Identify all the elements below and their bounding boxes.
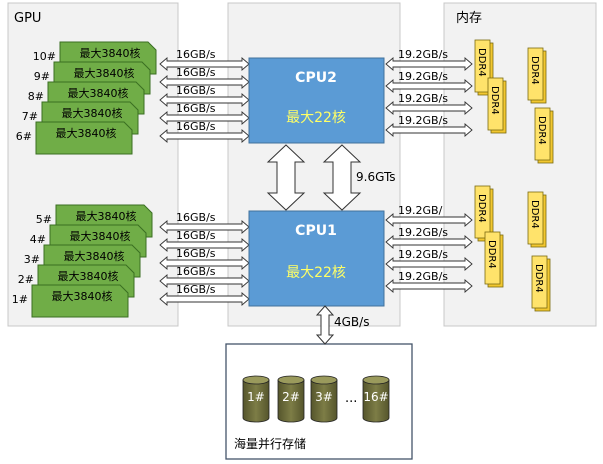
dimm-module-7: DDR4	[527, 191, 547, 248]
gpu-card-id: 9#	[34, 70, 50, 83]
disk-label: 16#	[363, 390, 388, 404]
mem-link-label: 19.2GB/s	[398, 226, 448, 239]
mem-link-label: 19.2GB/s	[398, 92, 448, 105]
cpu2-name: CPU2	[295, 70, 337, 86]
mem-link-top-1	[385, 79, 473, 93]
gpu-card-id: 1#	[12, 293, 28, 306]
gpu-link-label: 16GB/s	[176, 48, 216, 61]
disk-1: 1#	[242, 375, 270, 423]
interconnect-arrow-right	[322, 144, 362, 211]
gpu-link-label: 16GB/s	[176, 84, 216, 97]
mem-link-bottom-0	[385, 213, 473, 227]
dimm-module-3: DDR4	[527, 47, 547, 104]
dimm-label: DDR4	[536, 116, 547, 145]
cpu1-box: CPU1 最大22核	[248, 210, 385, 307]
dimm-label: DDR4	[529, 200, 540, 229]
memory-panel-title: 内存	[456, 10, 482, 26]
gpu-card-id: 3#	[24, 253, 40, 266]
gpu-card-label: 最大3840核	[58, 269, 119, 283]
disk-2: 2#	[277, 375, 305, 423]
cpu1-cores: 最大22核	[286, 265, 346, 281]
cpu1-name: CPU1	[295, 223, 337, 239]
gpu-card-label: 最大3840核	[70, 229, 131, 243]
gpu-card-label: 最大3840核	[80, 46, 141, 60]
dimm-label: DDR4	[489, 86, 500, 115]
gpu-link-label: 16GB/s	[176, 120, 216, 133]
gpu-link-label: 16GB/s	[176, 66, 216, 79]
gpu-card-1: 最大3840核 1#	[12, 284, 129, 318]
mem-link-label: 19.2GB/s	[398, 48, 448, 61]
gpu-card-id: 7#	[22, 110, 38, 123]
gpu-card-id: 4#	[30, 233, 46, 246]
disk-ellipsis: ...	[345, 391, 357, 406]
disk-label: 1#	[247, 390, 265, 404]
dimm-module-8: DDR4	[531, 255, 551, 312]
storage-link-arrow	[315, 305, 335, 345]
gpu-card-label: 最大3840核	[76, 209, 137, 223]
mem-link-label: 19.2GB/s	[398, 270, 448, 283]
gpu-link-label: 16GB/s	[176, 211, 216, 224]
dimm-label: DDR4	[529, 56, 540, 85]
gpu-link-label: 16GB/s	[176, 102, 216, 115]
dimm-label: DDR4	[476, 194, 487, 223]
disk-label: 3#	[315, 390, 333, 404]
memory-panel	[443, 2, 597, 327]
gpu-link-label: 16GB/s	[176, 283, 216, 296]
disk-array: 1# 2# 3#... 16#	[242, 375, 390, 423]
gpu-card-id: 6#	[16, 130, 32, 143]
gpu-panel-title: GPU	[14, 11, 41, 26]
mem-link-label: 19.2GB/s	[398, 114, 448, 127]
gpu-card-label: 最大3840核	[74, 66, 135, 80]
dimm-module-4: DDR4	[534, 107, 554, 164]
gpu-card-label: 最大3840核	[68, 86, 129, 100]
mem-link-bottom-3	[385, 279, 473, 293]
dimm-label: DDR4	[486, 240, 497, 269]
dimm-label: DDR4	[533, 264, 544, 293]
gpu-card-6: 最大3840核 6#	[16, 121, 133, 155]
dimm-module-6: DDR4	[484, 231, 504, 288]
mem-link-top-3	[385, 123, 473, 137]
mem-link-bottom-2	[385, 257, 473, 271]
storage-link-label: 4GB/s	[334, 315, 369, 329]
gpu-link-label: 16GB/s	[176, 247, 216, 260]
gpu-link-label: 16GB/s	[176, 265, 216, 278]
gpu-card-label: 最大3840核	[62, 106, 123, 120]
dimm-label: DDR4	[476, 48, 487, 77]
mem-link-label: 19.2GB/s	[398, 70, 448, 83]
gpu-card-id: 8#	[28, 90, 44, 103]
mem-link-bottom-1	[385, 235, 473, 249]
dimm-module-2: DDR4	[487, 77, 507, 134]
storage-panel-title: 海量并行存储	[234, 436, 306, 451]
mem-link-top-2	[385, 101, 473, 115]
gpu-card-id: 10#	[33, 50, 56, 63]
dimm-module-5: DDR4	[474, 185, 494, 242]
disk-16: 16#	[362, 375, 390, 423]
gpu-link-label: 16GB/s	[176, 229, 216, 242]
mem-link-label: 19.2GB/s	[398, 248, 448, 261]
disk-3: 3#	[310, 375, 338, 423]
gpu-card-label: 最大3840核	[52, 289, 113, 303]
interconnect-arrow-left	[266, 144, 306, 211]
disk-label: 2#	[282, 390, 300, 404]
gpu-card-id: 2#	[18, 273, 34, 286]
mem-link-label: 19.2GB/	[398, 204, 443, 217]
interconnect-label: 9.6GTs	[356, 170, 396, 184]
gpu-cards: 最大3840核10#最大3840核9#最大3840核8#最大3840核7#最大3…	[12, 41, 250, 318]
gpu-card-label: 最大3840核	[56, 126, 117, 140]
mem-link-top-0	[385, 57, 473, 71]
gpu-card-id: 5#	[36, 213, 52, 226]
cpu2-cores: 最大22核	[286, 110, 346, 126]
memory-links: 19.2GB/s 19.2GB/s 19.2GB/s 19.2GB/s 19.2GB/1…	[385, 48, 473, 293]
gpu-card-label: 最大3840核	[64, 249, 125, 263]
cpu2-box: CPU2 最大22核	[248, 57, 385, 144]
